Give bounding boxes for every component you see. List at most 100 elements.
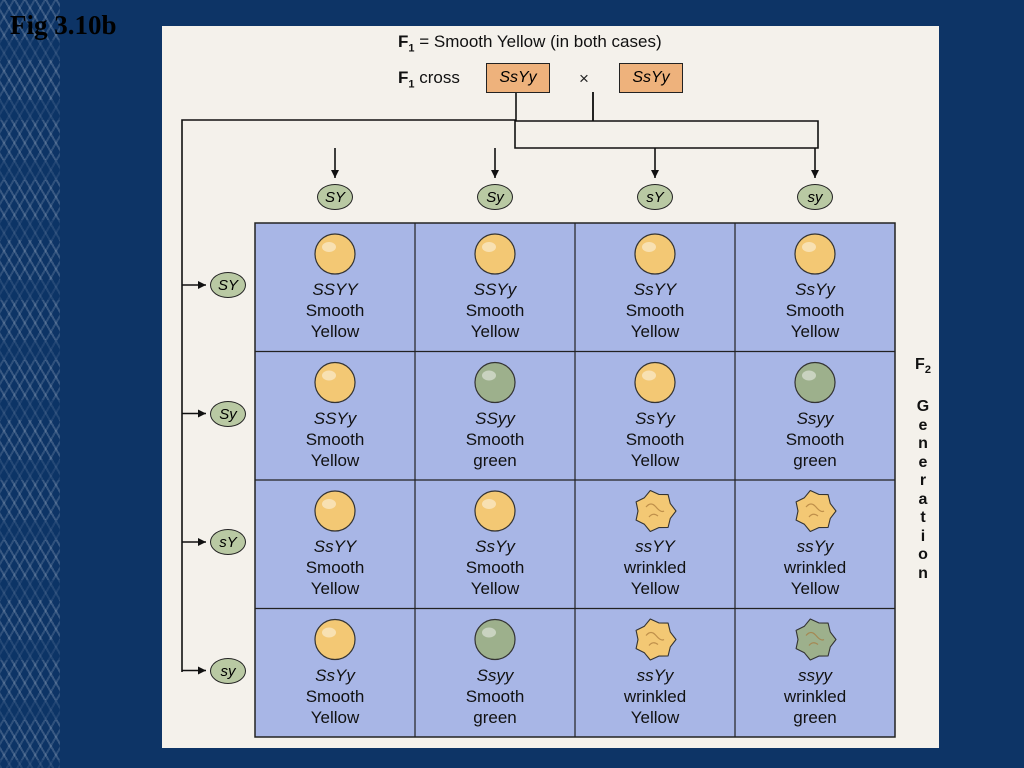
left-parent-connector — [181, 92, 517, 672]
f1-prefix: F — [398, 32, 409, 51]
cell-genotype: SSYY — [312, 280, 358, 299]
pea-smooth-yellow-r0c3-shine — [802, 242, 816, 252]
cell-shape: Smooth — [305, 558, 365, 577]
cell-color: green — [793, 707, 837, 727]
pea-wrinkled-yellow-r2c3-wrinkle — [805, 503, 825, 518]
cell-shape: Smooth — [625, 429, 685, 449]
cell-shape: Smooth — [305, 686, 365, 706]
f1-cross-label: F1 cross — [398, 68, 460, 90]
f2-letter: e — [918, 416, 928, 434]
f2-letter: t — [920, 509, 926, 526]
cell-genotype: SsYy — [795, 280, 835, 299]
pea-smooth-yellow-r1c0 — [314, 361, 356, 404]
row-gamete-2: sY — [210, 529, 246, 555]
pea-smooth-green-r1c1 — [474, 361, 516, 404]
cell-color: Yellow — [630, 322, 680, 341]
cell-genotype: Ssyy — [476, 665, 514, 685]
row-gamete-0: SY — [210, 272, 246, 298]
cell-shape: Smooth — [465, 429, 525, 449]
cell-genotype: SsYy — [315, 665, 355, 685]
cell-genotype: Ssyy — [796, 408, 834, 428]
pea-smooth-yellow-r0c0-shine — [322, 242, 336, 252]
pea-smooth-yellow-r3c0 — [314, 618, 356, 661]
f2-letter: e — [918, 453, 928, 471]
pea-smooth-yellow-r1c2-shine — [642, 370, 656, 381]
column-gamete-2: sY — [637, 184, 673, 210]
cell-genotype: SsYy — [475, 537, 515, 556]
cell-color: Yellow — [790, 322, 840, 341]
cell-color: green — [473, 450, 517, 470]
f2-letter: r — [919, 472, 927, 489]
col-gamete-arrow-3-head — [811, 170, 819, 178]
punnett-diagram-svg — [181, 92, 896, 738]
column-gamete-0: SY — [317, 184, 353, 210]
cell-shape: wrinkled — [783, 686, 847, 706]
parent-right-genotype: SsYy — [619, 63, 683, 93]
cell-genotype: SSyy — [475, 408, 515, 428]
cell-color: Yellow — [310, 579, 360, 598]
cell-genotype: ssYy — [796, 537, 834, 556]
pea-smooth-green-r3c1-shine — [482, 627, 496, 638]
column-gamete-1: Sy — [477, 184, 513, 210]
cell-shape: Smooth — [465, 558, 525, 577]
pea-smooth-green-r3c1 — [474, 618, 516, 661]
f2-letter: n — [918, 435, 928, 452]
cross-rest: cross — [414, 68, 460, 87]
pea-smooth-green-r1c3-shine — [802, 370, 816, 381]
row-gamete-arrow-3-head — [198, 666, 206, 675]
cell-genotype: SSYy — [473, 280, 517, 299]
cell-genotype: SsYY — [313, 537, 357, 556]
cell-color: Yellow — [310, 707, 360, 727]
cell-shape: Smooth — [465, 686, 525, 706]
pea-smooth-yellow-r0c1-shine — [482, 242, 496, 252]
f2-sub: 2 — [924, 364, 931, 377]
pea-smooth-yellow-r1c2 — [634, 361, 676, 404]
pea-smooth-green-r1c1-shine — [482, 370, 496, 381]
pea-smooth-yellow-r0c3 — [794, 233, 836, 275]
pea-smooth-yellow-r0c2 — [634, 233, 676, 275]
right-parent-connector — [514, 92, 819, 149]
cell-color: green — [473, 707, 517, 727]
cell-color: Yellow — [310, 322, 360, 341]
f1-rest: = Smooth Yellow (in both cases) — [414, 32, 662, 51]
pea-wrinkled-green-r3c3 — [795, 618, 837, 661]
col-gamete-arrow-2-head — [651, 170, 659, 178]
row-gamete-1: Sy — [210, 400, 246, 427]
f1-description: F1 = Smooth Yellow (in both cases) — [398, 32, 662, 54]
cell-shape: Smooth — [785, 429, 845, 449]
f2-letter: o — [918, 546, 928, 563]
f2-letter: i — [920, 527, 926, 545]
pea-smooth-yellow-r2c0-shine — [322, 499, 336, 509]
cell-genotype: ssYy — [636, 665, 674, 685]
f2-label: F2 — [910, 356, 936, 376]
slide-title: Fig 3.10b — [10, 10, 117, 40]
parent-left-genotype: SsYy — [486, 63, 550, 93]
cell-genotype: SsYy — [635, 408, 675, 428]
cell-shape: Smooth — [305, 429, 365, 449]
col-gamete-arrow-1-head — [491, 170, 499, 178]
pea-smooth-yellow-r0c0 — [314, 233, 356, 275]
cell-genotype: SsYY — [633, 280, 677, 299]
pea-smooth-yellow-r2c0 — [314, 490, 356, 532]
pea-wrinkled-yellow-r2c3 — [795, 489, 837, 533]
pea-wrinkled-yellow-r3c2-wrinkle — [645, 631, 665, 646]
cell-color: Yellow — [470, 579, 520, 598]
f2-prefix: F — [915, 356, 925, 373]
pea-smooth-yellow-r2c1 — [474, 490, 516, 532]
cell-shape: Smooth — [465, 301, 525, 320]
cross-times-symbol: × — [579, 69, 589, 88]
pea-smooth-yellow-r1c0-shine — [322, 370, 336, 381]
pea-smooth-yellow-r3c0-shine — [322, 627, 336, 638]
pea-wrinkled-green-r3c3-wrinkle — [805, 631, 825, 646]
